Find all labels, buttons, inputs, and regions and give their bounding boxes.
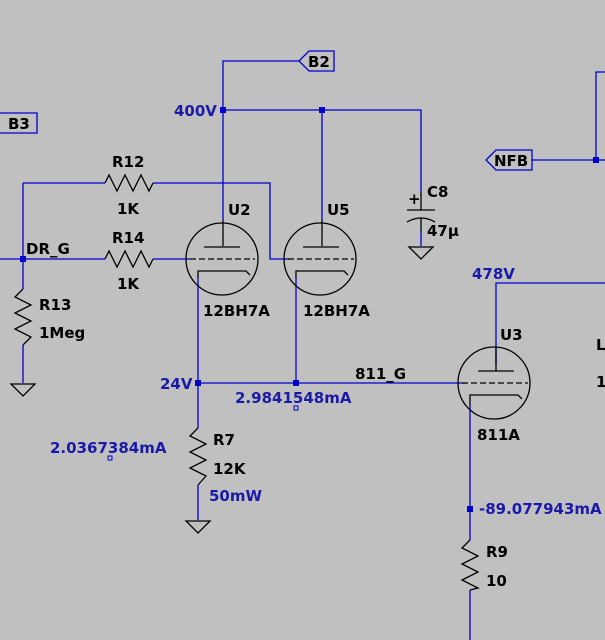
r7-value: 12K bbox=[213, 460, 247, 478]
tube-u3[interactable]: U3 811A bbox=[457, 326, 531, 444]
tube-u5[interactable]: U5 12BH7A bbox=[283, 201, 370, 320]
resistor-r9-body bbox=[460, 539, 480, 591]
r14-value: 1K bbox=[117, 275, 140, 293]
junctions bbox=[20, 107, 599, 512]
r12-value: 1K bbox=[117, 200, 140, 218]
flag-b2[interactable]: B2 bbox=[298, 50, 335, 72]
wire-478v[interactable] bbox=[495, 282, 605, 365]
wire-b2[interactable] bbox=[222, 60, 299, 110]
tube-u3-envelope bbox=[457, 346, 531, 420]
junction-r9-current bbox=[467, 506, 473, 512]
r9-value: 10 bbox=[486, 572, 507, 590]
net-label-811-g: 811_G bbox=[355, 365, 406, 383]
tube-u5-cathode bbox=[295, 270, 349, 278]
junction-dr-g bbox=[20, 256, 26, 262]
resistor-r12[interactable]: R12 1K bbox=[104, 153, 154, 218]
junction-811-g bbox=[293, 380, 299, 386]
c8-ref: C8 bbox=[427, 183, 448, 201]
u3-ref: U3 bbox=[500, 326, 523, 344]
u2-ref: U2 bbox=[228, 201, 251, 219]
wire-400v-rail[interactable] bbox=[223, 109, 422, 192]
flag-b3-label: B3 bbox=[8, 115, 30, 133]
tube-u2[interactable]: U2 12BH7A bbox=[185, 201, 270, 320]
r13-ref: R13 bbox=[39, 296, 71, 314]
flag-b2-shape bbox=[298, 50, 335, 72]
u2-value: 12BH7A bbox=[203, 302, 270, 320]
flag-nfb-shape bbox=[485, 149, 533, 171]
c8-value: 47µ bbox=[427, 222, 459, 240]
tube-u3-cathode bbox=[469, 394, 523, 405]
flag-b2-label: B2 bbox=[308, 53, 330, 71]
ground-c8 bbox=[407, 246, 435, 260]
resistor-r14-body bbox=[104, 249, 154, 269]
voltage-400v: 400V bbox=[174, 102, 217, 120]
tube-u2-envelope bbox=[185, 222, 259, 296]
resistor-r13-body bbox=[13, 288, 33, 346]
wires bbox=[0, 60, 605, 640]
current-r7: 2.0367384mA bbox=[50, 439, 167, 457]
junction-nfb bbox=[593, 157, 599, 163]
flag-b3-shape bbox=[0, 112, 38, 134]
junction-400v bbox=[220, 107, 226, 113]
clipped-label-right-b: 1 bbox=[596, 373, 605, 391]
ground-r13 bbox=[9, 383, 37, 397]
current-u5: 2.9841548mA bbox=[235, 389, 352, 407]
r14-ref: R14 bbox=[112, 229, 144, 247]
junction-24v bbox=[195, 380, 201, 386]
resistor-r7-body bbox=[188, 427, 208, 486]
ground-symbols bbox=[9, 246, 435, 534]
resistor-r14[interactable]: R14 1K bbox=[104, 229, 154, 293]
capacitor-c8[interactable]: + C8 47µ bbox=[406, 183, 459, 240]
probe-marker-r7 bbox=[107, 455, 113, 461]
resistor-r13[interactable]: R13 1Meg bbox=[13, 288, 85, 346]
ground-r7 bbox=[184, 520, 212, 534]
flag-b3[interactable]: B3 bbox=[0, 112, 38, 134]
current-r9: -89.077943mA bbox=[479, 500, 602, 518]
r12-ref: R12 bbox=[112, 153, 144, 171]
r13-value: 1Meg bbox=[39, 324, 85, 342]
u5-ref: U5 bbox=[327, 201, 350, 219]
resistor-r7[interactable]: R7 12K bbox=[188, 427, 247, 486]
flag-nfb-label: NFB bbox=[494, 152, 528, 170]
wire-r12-right[interactable] bbox=[153, 182, 290, 260]
power-r7: 50mW bbox=[209, 487, 263, 505]
probe-marker-u5 bbox=[293, 405, 299, 411]
r9-ref: R9 bbox=[486, 543, 508, 561]
net-label-dr-g: DR_G bbox=[26, 240, 70, 258]
wire-nfb[interactable] bbox=[532, 71, 605, 161]
tube-u5-envelope bbox=[283, 222, 357, 296]
junction-u5-plate bbox=[319, 107, 325, 113]
voltage-24v: 24V bbox=[160, 375, 193, 393]
voltage-478v: 478V bbox=[472, 265, 515, 283]
tube-u2-cathode bbox=[197, 270, 251, 278]
u3-value: 811A bbox=[477, 426, 520, 444]
r7-ref: R7 bbox=[213, 431, 235, 449]
resistor-r9[interactable]: R9 10 bbox=[460, 539, 508, 591]
c8-plus: + bbox=[408, 190, 421, 208]
resistor-r12-body bbox=[104, 173, 154, 193]
clipped-label-right-a: L bbox=[596, 336, 605, 354]
u5-value: 12BH7A bbox=[303, 302, 370, 320]
flag-nfb[interactable]: NFB bbox=[485, 149, 533, 171]
